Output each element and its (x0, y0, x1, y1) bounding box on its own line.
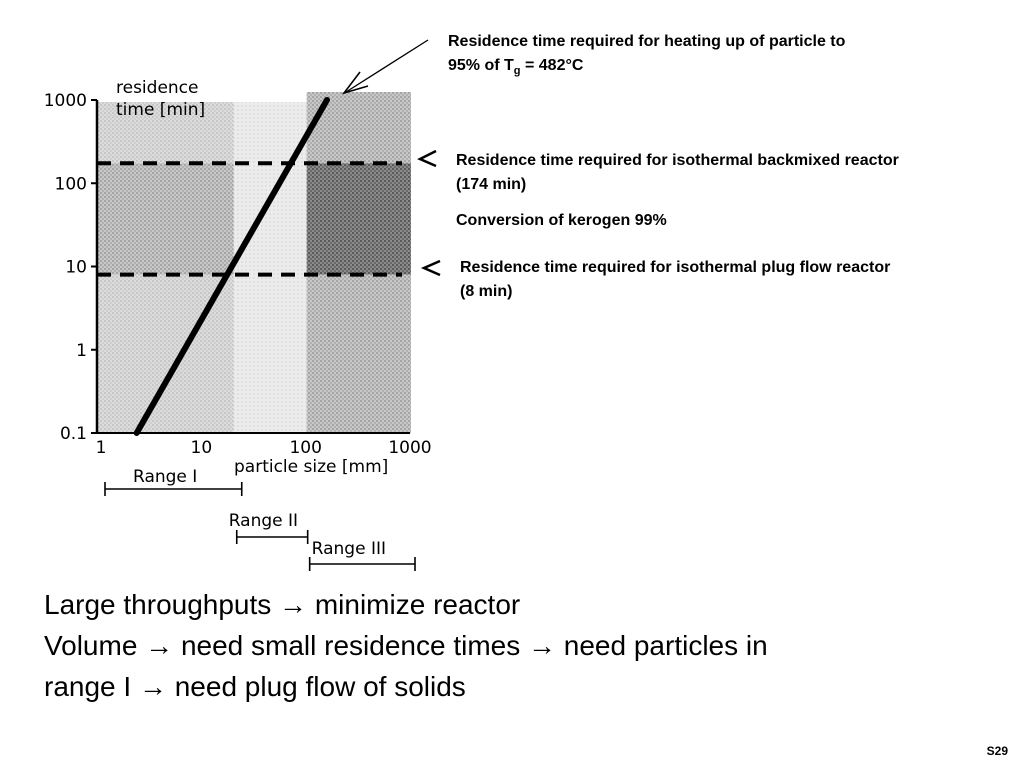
plugflow-arrow-head (420, 259, 441, 277)
annotation-backmixed: Residence time required for isothermal b… (456, 149, 899, 197)
heating-arrow-line (345, 39, 429, 93)
x-tick-label: 10 (191, 438, 213, 458)
annotation-heating-pre: 95% of T (448, 57, 514, 74)
region-3-band-3 (306, 274, 411, 433)
annotation-heating: Residence time required for heating up o… (448, 30, 845, 83)
annotation-plugflow: Residence time required for isothermal p… (460, 256, 890, 304)
range-label-2: Range II (229, 511, 298, 531)
region-1-band-1 (98, 102, 234, 164)
heating-arrow-head (341, 71, 369, 95)
body-text: Large throughputs → minimize reactor Vol… (44, 584, 768, 707)
region-2-band-2 (233, 163, 307, 275)
data-series (133, 97, 330, 436)
reference-lines (97, 161, 402, 277)
region-2-band-3 (233, 274, 307, 433)
y-axis-label-line1: residence (116, 78, 199, 98)
x-tick-label: 1000 (388, 438, 431, 458)
y-tick-label: 100 (55, 174, 87, 194)
annotation-heating-sub: g (513, 65, 521, 78)
annotation-conversion: Conversion of kerogen 99% (456, 209, 667, 233)
annotation-backmixed-line1: Residence time required for isothermal b… (456, 152, 899, 169)
x-tick-label: 100 (289, 438, 321, 458)
annotation-plugflow-line1: Residence time required for isothermal p… (460, 259, 891, 276)
range-label-3: Range III (312, 539, 386, 559)
region-3-band-2 (306, 163, 411, 275)
axis-ticks: 0.1 1 10 100 1000 1 10 100 1000 (44, 91, 432, 458)
region-1-band-2 (98, 163, 234, 275)
annotation-heating-post: = 482°C (520, 57, 584, 74)
series-line-1 (133, 97, 330, 436)
annotation-arrows (341, 39, 441, 277)
x-tick-label: 1 (96, 438, 107, 458)
annotation-conversion-line1: Conversion of kerogen 99% (456, 212, 667, 229)
shaded-regions (98, 92, 411, 433)
range-label-1: Range I (133, 467, 197, 487)
body-text-line3: range I → need plug flow of solids (44, 671, 466, 702)
backmixed-arrow-head (417, 149, 437, 168)
annotation-heating-line1: Residence time required for heating up o… (448, 33, 846, 50)
annotation-backmixed-line2: (174 min) (456, 176, 527, 193)
x-axis-label: particle size [mm] (234, 457, 388, 477)
body-text-line1: Large throughputs → minimize reactor (44, 589, 521, 620)
body-text-line2: Volume → need small residence times → ne… (44, 630, 768, 661)
y-tick-label: 0.1 (60, 424, 87, 444)
y-tick-label: 1 (76, 341, 87, 361)
y-tick-label: 10 (65, 258, 87, 278)
y-axis-label-line2: time [min] (116, 100, 205, 120)
annotation-heating-line2: 95% of Tg = 482°C (448, 54, 845, 83)
y-tick-label: 1000 (44, 91, 87, 111)
annotation-plugflow-line2: (8 min) (460, 283, 513, 300)
slide-number: S29 (986, 744, 1008, 758)
range-brackets: Range I Range II Range III (104, 467, 416, 571)
